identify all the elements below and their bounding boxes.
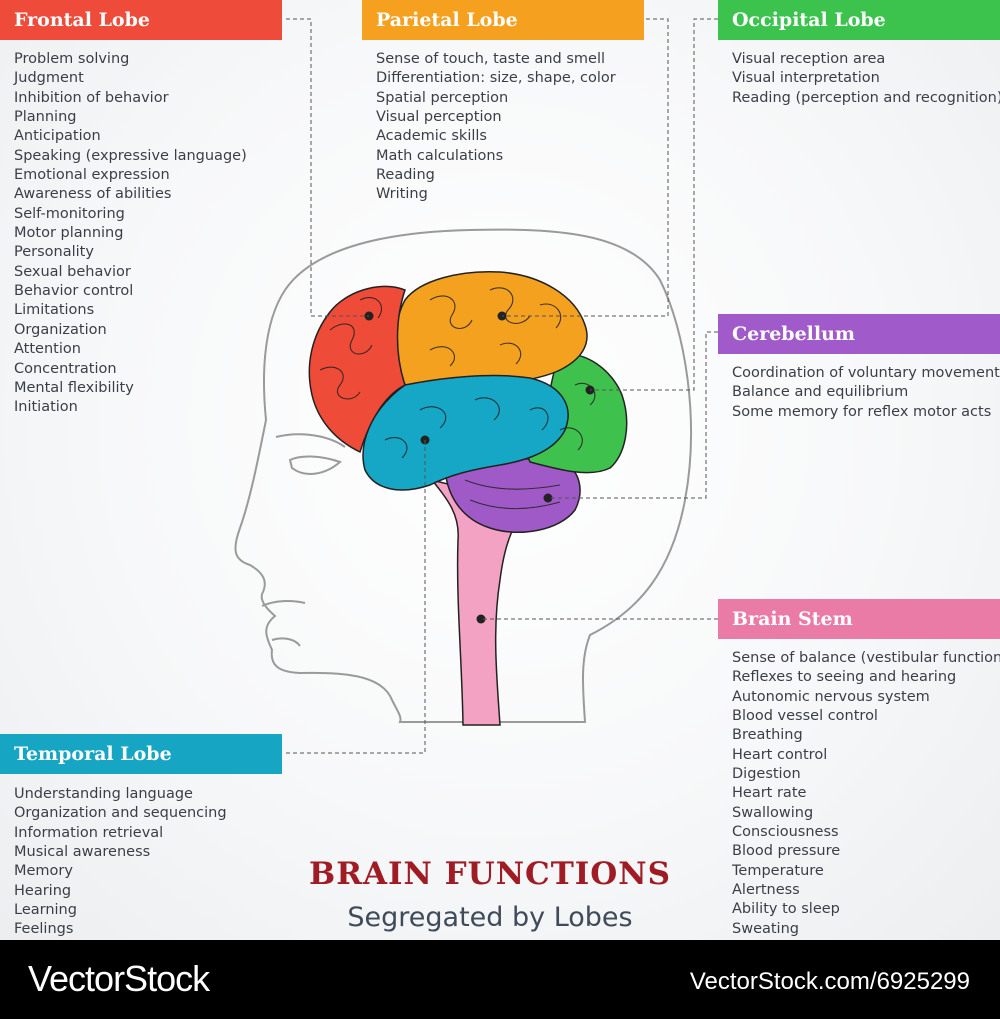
list-item: Inhibition of behavior bbox=[14, 89, 169, 106]
list-item: Emotional expression bbox=[14, 167, 170, 184]
connector-lines bbox=[286, 18, 718, 754]
list-item: Blood pressure bbox=[732, 843, 841, 860]
watermark-url: VectorStock.com/6925299 bbox=[689, 968, 970, 995]
cerebellum-header: Cerebellum bbox=[718, 314, 1000, 354]
list-item: Motor planning bbox=[14, 225, 124, 242]
list-item: Understanding language bbox=[14, 786, 193, 802]
frontal-lobe-header: Frontal Lobe bbox=[0, 0, 282, 40]
list-item: Visual reception area bbox=[732, 51, 886, 67]
list-item: Feelings bbox=[14, 921, 74, 938]
list-item: Visual perception bbox=[376, 109, 502, 126]
list-item: Spatial perception bbox=[376, 89, 509, 106]
list-item: Concentration bbox=[14, 360, 117, 377]
list-item: Limitations bbox=[14, 302, 95, 319]
list-item: Behavior control bbox=[14, 283, 134, 300]
brain-stem-shape bbox=[430, 478, 532, 726]
diagram-subtitle: Segregated by Lobes bbox=[347, 902, 633, 933]
watermark-brand: VectorStock bbox=[28, 958, 210, 999]
list-item: Blood vessel control bbox=[732, 708, 878, 725]
head-outline bbox=[234, 228, 692, 723]
watermark-bar: VectorStock VectorStock.com/6925299 bbox=[0, 940, 1000, 1019]
list-item: Alertness bbox=[732, 882, 800, 899]
list-item: Planning bbox=[14, 109, 77, 126]
list-item: Initiation bbox=[14, 399, 78, 416]
list-item: Memory bbox=[14, 863, 73, 880]
list-item: Musical awareness bbox=[14, 844, 151, 861]
list-item: Heart rate bbox=[732, 785, 807, 802]
list-item: Organization bbox=[14, 321, 107, 338]
list-item: Judgment bbox=[14, 70, 84, 87]
brain-illustration bbox=[234, 18, 718, 754]
list-item: Autonomic nervous system bbox=[732, 688, 930, 705]
list-item: Sense of touch, taste and smell bbox=[376, 51, 605, 67]
mouth-outline bbox=[261, 600, 306, 647]
list-item: Reading (perception and recognition) bbox=[732, 89, 1000, 106]
list-item: Visual interpretation bbox=[732, 70, 880, 87]
list-item: Learning bbox=[14, 902, 77, 919]
list-item: Balance and equilibrium bbox=[732, 384, 909, 401]
list-item: Breathing bbox=[732, 727, 803, 744]
list-item: Sexual behavior bbox=[14, 263, 131, 280]
brain-gyri-texture bbox=[319, 287, 596, 510]
list-item: Ability to sleep bbox=[732, 901, 840, 918]
temporal-lobe-shape bbox=[362, 374, 569, 491]
eye-outline bbox=[275, 433, 346, 475]
list-item: Sense of balance (vestibular function) bbox=[732, 650, 1000, 666]
list-item: Anticipation bbox=[14, 128, 101, 145]
parietal-lobe-header: Parietal Lobe bbox=[362, 0, 644, 40]
diagram-title: BRAIN FUNCTIONS bbox=[309, 856, 671, 892]
list-item: Some memory for reflex motor acts bbox=[732, 403, 992, 420]
list-item: Problem solving bbox=[14, 51, 130, 67]
list-item: Writing bbox=[376, 186, 428, 203]
list-item: Speaking (expressive language) bbox=[14, 147, 247, 164]
list-item: Heart control bbox=[732, 746, 828, 763]
list-item: Sweating bbox=[732, 920, 799, 937]
brain-stem-header: Brain Stem bbox=[718, 599, 1000, 639]
list-item: Digestion bbox=[732, 766, 801, 783]
list-item: Academic skills bbox=[376, 128, 487, 145]
list-item: Reflexes to seeing and hearing bbox=[732, 669, 957, 686]
temporal-lobe-header: Temporal Lobe bbox=[0, 734, 282, 774]
list-item: Differentiation: size, shape, color bbox=[376, 70, 616, 87]
list-item: Awareness of abilities bbox=[14, 186, 172, 203]
occipital-lobe-header: Occipital Lobe bbox=[718, 0, 1000, 40]
list-item: Attention bbox=[14, 341, 81, 358]
list-item: Reading bbox=[376, 167, 435, 184]
list-item: Personality bbox=[14, 244, 94, 261]
brain-stem-list: Sense of balance (vestibular function) Re… bbox=[732, 649, 1000, 939]
list-item: Hearing bbox=[14, 882, 72, 899]
list-item: Mental flexibility bbox=[14, 379, 134, 396]
list-item: Coordination of voluntary movement bbox=[732, 365, 1000, 381]
list-item: Organization and sequencing bbox=[14, 805, 227, 822]
list-item: Consciousness bbox=[732, 824, 839, 841]
list-item: Information retrieval bbox=[14, 824, 164, 841]
list-item: Self-monitoring bbox=[14, 205, 125, 222]
list-item: Temperature bbox=[732, 862, 824, 879]
list-item: Math calculations bbox=[376, 147, 504, 164]
list-item: Swallowing bbox=[732, 804, 814, 821]
